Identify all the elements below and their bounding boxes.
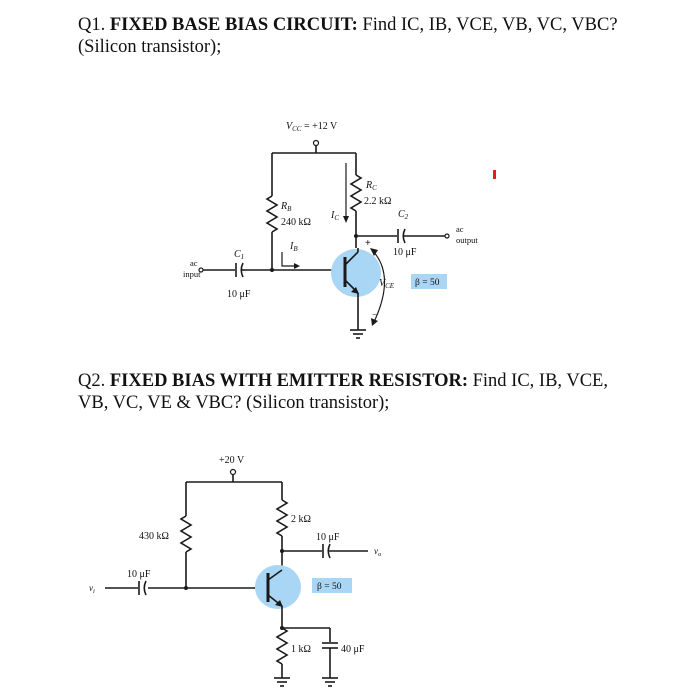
ground-2b-icon	[322, 677, 338, 687]
question-1-heading: FIXED BASE BIAS CIRCUIT:	[109, 15, 358, 35]
rc-name-label: RC	[365, 180, 377, 192]
output-terminal-icon	[444, 233, 450, 239]
c2-name-label: C2	[398, 209, 409, 221]
ib-label: IB	[289, 241, 298, 253]
question-2-text: Find IC, IB, VCE, VB, VC, VE & VBC? (Sil…	[78, 371, 608, 413]
c2-value-label: 10 μF	[393, 247, 417, 258]
input-label-line1: ac	[190, 258, 198, 268]
ground-2a-icon	[274, 677, 290, 687]
vcc-terminal-icon	[312, 139, 320, 147]
vi-label: vi	[89, 583, 95, 595]
vce-plus-label: +	[365, 238, 371, 249]
question-1-label: Q1.	[78, 15, 106, 35]
question-1-text: Find IC, IB, VCE, VB, VC, VBC? (Silicon …	[78, 15, 618, 57]
beta-label-2: β = 50	[317, 582, 342, 592]
c1-name-label: C1	[234, 249, 244, 261]
rc-resistor-icon	[349, 174, 363, 212]
vcc-label-1: VCC = +12 V	[286, 121, 338, 133]
rb2-resistor-icon	[179, 515, 193, 553]
input-label-line2: input	[183, 269, 201, 279]
ic-label: IC	[330, 210, 339, 222]
question-2-label: Q2.	[78, 371, 106, 391]
output-label-line2: output	[456, 235, 478, 245]
vce-label: VCE	[379, 278, 395, 290]
red-mark	[493, 170, 496, 179]
re-value-label: 1 kΩ	[291, 644, 311, 655]
rb-name-label: RB	[280, 201, 292, 213]
question-2: Q2. FIXED BIAS WITH EMITTER RESISTOR: Fi…	[78, 370, 638, 414]
question-2-heading: FIXED BIAS WITH EMITTER RESISTOR:	[109, 371, 468, 391]
vo-label: vo	[374, 546, 382, 558]
vce-minus-label: −	[372, 310, 378, 321]
rc-value-label: 2.2 kΩ	[364, 196, 391, 207]
rb2-value-label: 430 kΩ	[139, 531, 169, 542]
input-terminal-icon	[198, 267, 204, 273]
rc2-resistor-icon	[275, 499, 289, 537]
rb-value-label: 240 kΩ	[281, 217, 311, 228]
beta-box-2	[312, 578, 352, 593]
re-resistor-icon	[275, 627, 289, 665]
vcc-label-2: +20 V	[219, 455, 245, 466]
ce-value-label: 40 μF	[341, 644, 365, 655]
rb-resistor-icon	[265, 195, 279, 233]
transistor-2-icon	[266, 569, 283, 607]
beta-box-1	[411, 274, 447, 289]
output-label-line1: ac	[456, 224, 464, 234]
circuit-1: VCC = +12 V RB 240 kΩ RC 2.2 kΩ IC IB C1…	[183, 121, 478, 339]
beta-label-1: β = 50	[415, 278, 440, 288]
c-out-value-label: 10 μF	[316, 532, 340, 543]
vce-arc-icon	[371, 249, 386, 323]
c-in-value-label: 10 μF	[127, 569, 151, 580]
ib-arrow-icon	[281, 252, 297, 267]
rc2-value-label: 2 kΩ	[291, 514, 311, 525]
circuit-2: +20 V 430 kΩ 2 kΩ 10 μF 10 μF vi vo 1 kΩ…	[89, 455, 382, 687]
c1-value-label: 10 μF	[227, 289, 251, 300]
vcc-terminal-2-icon	[229, 468, 237, 476]
question-1: Q1. FIXED BASE BIAS CIRCUIT: Find IC, IB…	[78, 14, 638, 58]
transistor-1-icon	[343, 248, 359, 294]
ground-1-icon	[350, 329, 366, 339]
